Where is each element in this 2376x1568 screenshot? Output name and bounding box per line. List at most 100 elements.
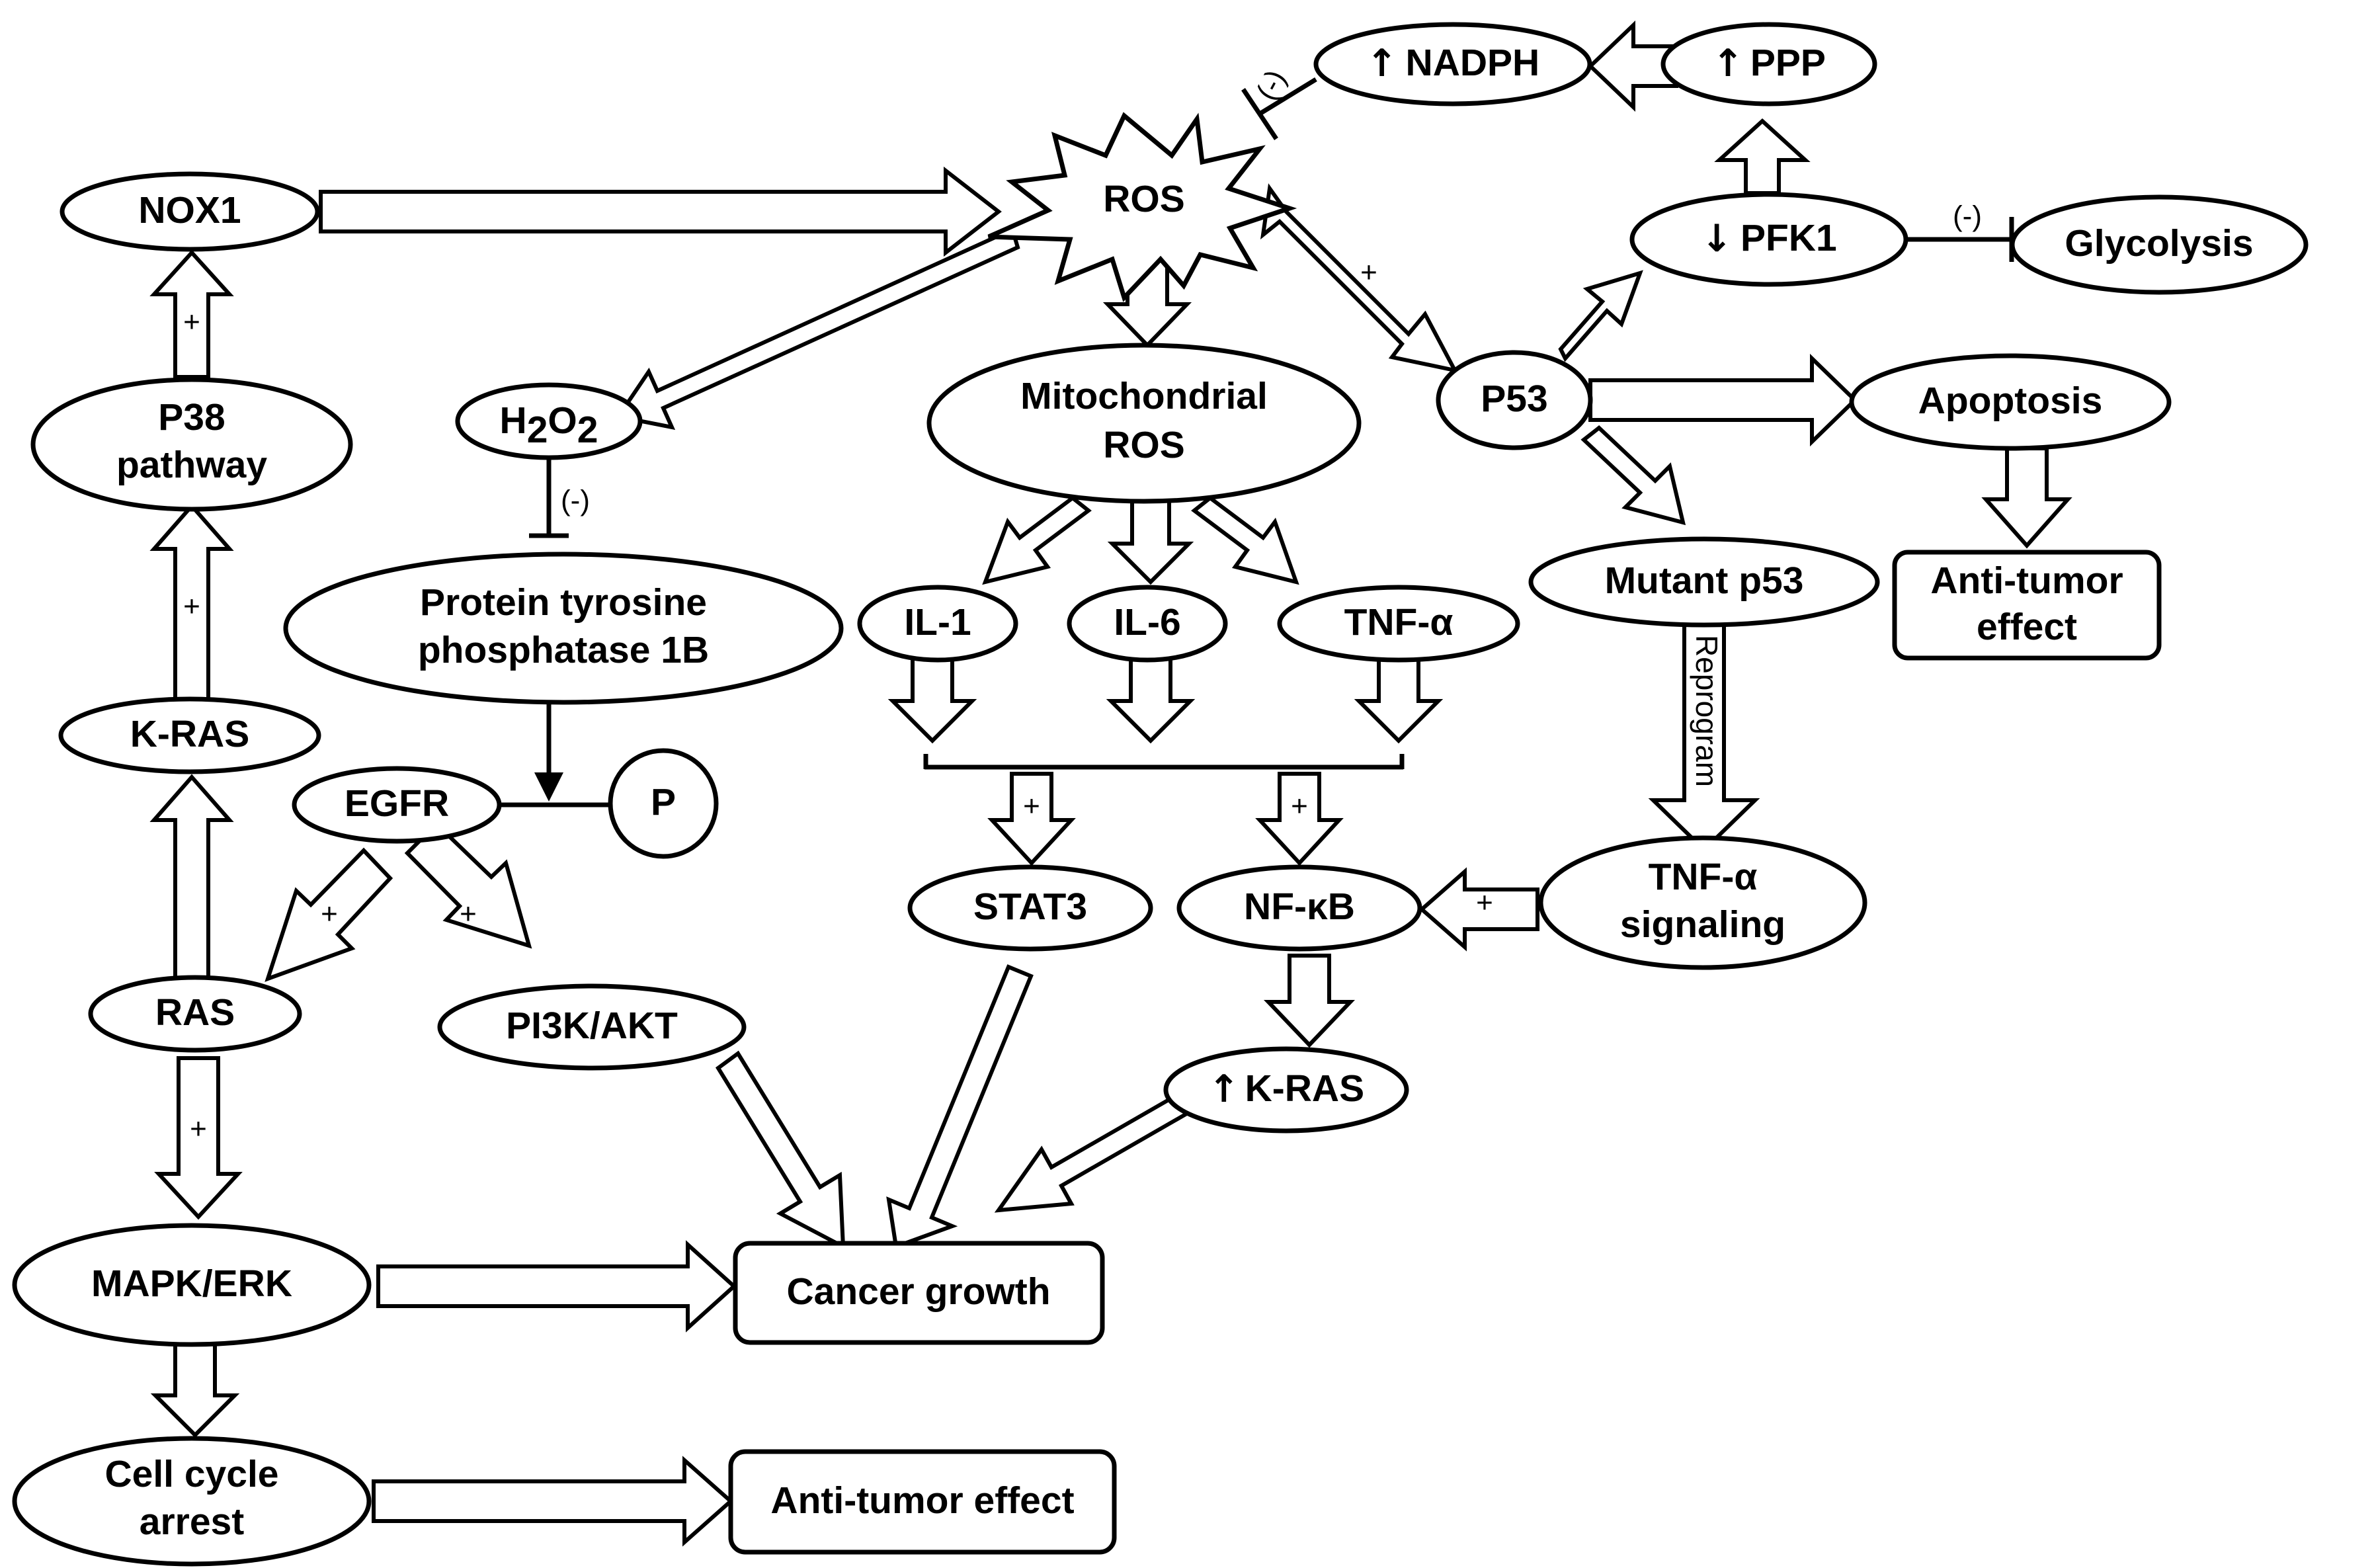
arrow-mutantp53-to-tnfasig bbox=[1648, 623, 1760, 853]
arrow-krasup-to-cancer bbox=[994, 1088, 1197, 1213]
label-reprogram: Reprogram bbox=[1690, 635, 1724, 787]
arrow-mito-to-il6 bbox=[1107, 497, 1194, 585]
node-kras-up: ↑K-RAS bbox=[1163, 1046, 1409, 1134]
il1-label: IL-1 bbox=[904, 601, 971, 643]
nadph-label-group: ↑NADPH bbox=[1366, 42, 1539, 85]
node-kras: K-RAS bbox=[58, 696, 321, 774]
line-nadph-inhibits-ros bbox=[1258, 77, 1317, 116]
node-ptp1b: Protein tyrosine phosphatase 1B bbox=[283, 552, 844, 705]
tnfa-signaling-line2: signaling bbox=[1620, 903, 1785, 946]
arrow-ras-to-kras bbox=[149, 774, 234, 981]
arrow-p53-to-mutantp53 bbox=[1580, 425, 1686, 526]
p38-label-line2: pathway bbox=[116, 444, 267, 486]
down-arrow-icon: ↓ bbox=[1701, 217, 1733, 261]
node-p53: P53 bbox=[1436, 350, 1593, 450]
egfr-label: EGFR bbox=[345, 782, 449, 825]
node-cell-cycle-arrest: Cell cycle arrest bbox=[12, 1436, 372, 1567]
ppp-label: PPP bbox=[1750, 42, 1826, 84]
anti-tumor-bottom-label: Anti-tumor effect bbox=[770, 1479, 1074, 1522]
anti-tumor-right-line1: Anti-tumor bbox=[1930, 559, 2123, 602]
label-plus-ros-p53: + bbox=[1360, 257, 1377, 289]
arrow-ppp-to-nadph bbox=[1587, 20, 1678, 112]
il6-label: IL-6 bbox=[1114, 601, 1180, 643]
cell-cycle-line1: Cell cycle bbox=[104, 1453, 278, 1495]
arrow-mito-to-tnfa bbox=[1191, 495, 1299, 585]
stat3-label: STAT3 bbox=[973, 886, 1087, 928]
node-anti-tumor-right: Anti-tumor effect bbox=[1892, 550, 2162, 661]
arrow-ros-p53 bbox=[1260, 183, 1459, 374]
label-plus-kras-p38: + bbox=[183, 591, 200, 623]
mapk-erk-label: MAPK/ERK bbox=[91, 1262, 292, 1305]
p38-label-line1: P38 bbox=[158, 396, 225, 438]
tbar-nadph-ros bbox=[1241, 88, 1278, 140]
arrow-kras-to-p38 bbox=[149, 503, 234, 710]
node-p38-pathway: P38 pathway bbox=[30, 377, 353, 512]
label-plus-p38-nox1: + bbox=[183, 306, 200, 339]
arrow-il6-to-bracket bbox=[1106, 655, 1196, 744]
label-plus-bracket-nfkb: + bbox=[1291, 790, 1308, 823]
arrow-pfk1-to-ppp bbox=[1714, 118, 1811, 195]
up-arrow-icon: ↑ bbox=[1366, 42, 1398, 85]
arrow-mito-to-il1 bbox=[982, 495, 1092, 585]
pfk1-label: PFK1 bbox=[1741, 217, 1837, 259]
node-phosphate: P bbox=[608, 748, 719, 859]
label-plus-egfr-ras: + bbox=[321, 898, 338, 930]
arrow-egfr-to-ras bbox=[265, 847, 393, 982]
label-minus-h2o2-ptp1b: (-) bbox=[561, 485, 590, 517]
node-pfk1: ↓PFK1 bbox=[1629, 192, 1908, 287]
arrow-tnfasig-to-nfkb bbox=[1418, 867, 1539, 952]
mito-label-line1: Mitochondrial bbox=[1020, 375, 1268, 417]
node-mutant-p53: Mutant p53 bbox=[1528, 536, 1880, 628]
arrow-tnfa-to-bracket bbox=[1354, 655, 1444, 744]
node-ppp: ↑PPP bbox=[1660, 22, 1877, 106]
nox1-label: NOX1 bbox=[138, 189, 241, 231]
cancer-growth-label: Cancer growth bbox=[786, 1270, 1050, 1313]
ros-label: ROS bbox=[1103, 178, 1185, 220]
node-anti-tumor-bottom: Anti-tumor effect bbox=[728, 1449, 1117, 1555]
ros-star-shape bbox=[987, 112, 1297, 302]
arrow-p53-to-apoptosis bbox=[1588, 353, 1858, 447]
phosphate-label: P bbox=[651, 781, 676, 823]
arrow-cellcycle-to-antitumor bbox=[372, 1456, 734, 1547]
arrow-p53-to-pfk1 bbox=[1558, 270, 1643, 362]
arrow-stat3-to-cancer bbox=[886, 964, 1034, 1250]
nfkb-label: NF-κB bbox=[1244, 886, 1355, 928]
kras-up-label: K-RAS bbox=[1245, 1067, 1365, 1110]
node-glycolysis: Glycolysis bbox=[2010, 194, 2309, 295]
node-tnfa: TNF-α bbox=[1277, 585, 1520, 663]
tnfa-label: TNF-α bbox=[1344, 601, 1454, 643]
node-ras: RAS bbox=[88, 975, 302, 1053]
p53-label: P53 bbox=[1481, 378, 1547, 420]
node-stat3: STAT3 bbox=[907, 864, 1153, 952]
arrow-apoptosis-to-antitumor bbox=[1981, 446, 2072, 549]
glycolysis-label: Glycolysis bbox=[2065, 222, 2253, 265]
ppp-label-group: ↑PPP bbox=[1712, 42, 1826, 85]
node-ros: ROS bbox=[987, 112, 1297, 302]
nadph-label: NADPH bbox=[1406, 42, 1540, 84]
ptp1b-label-line1: Protein tyrosine bbox=[420, 581, 707, 624]
kras-label: K-RAS bbox=[130, 713, 250, 755]
ptp1b-label-line2: phosphatase 1B bbox=[418, 629, 709, 671]
pi3k-akt-label: PI3K/AKT bbox=[506, 1005, 678, 1047]
node-il1: IL-1 bbox=[857, 585, 1018, 663]
node-apoptosis: Apoptosis bbox=[1849, 353, 2172, 451]
arrow-nfkb-to-krasup bbox=[1263, 954, 1356, 1048]
node-mapk-erk: MAPK/ERK bbox=[12, 1223, 372, 1347]
node-h2o2: H2O2 bbox=[455, 382, 643, 460]
node-pi3k-akt: PI3K/AKT bbox=[437, 983, 747, 1071]
label-plus-bracket-stat3: + bbox=[1023, 790, 1040, 823]
node-nox1: NOX1 bbox=[60, 171, 320, 252]
up-arrow-icon: ↑ bbox=[1208, 1067, 1240, 1111]
ras-label: RAS bbox=[155, 991, 235, 1034]
cell-cycle-line2: arrest bbox=[140, 1501, 244, 1543]
mito-label-line2: ROS bbox=[1103, 424, 1185, 466]
arrow-il1-to-bracket bbox=[887, 655, 977, 744]
node-egfr: EGFR bbox=[292, 766, 502, 844]
h2o2-label: H2O2 bbox=[500, 399, 598, 451]
arrow-mapk-to-cellcycle bbox=[150, 1341, 240, 1438]
up-arrow-icon: ↑ bbox=[1712, 42, 1744, 85]
apoptosis-label: Apoptosis bbox=[1918, 380, 2103, 422]
mutant-p53-label: Mutant p53 bbox=[1605, 559, 1804, 602]
